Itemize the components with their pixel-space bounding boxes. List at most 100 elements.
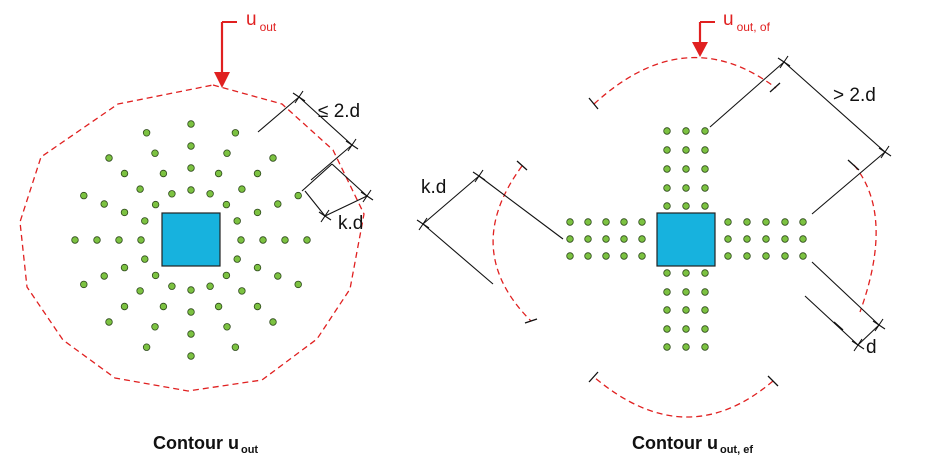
- stud-dot: [142, 343, 151, 351]
- stud-dot: [682, 127, 690, 135]
- stud-dot: [701, 269, 709, 277]
- stud-dot: [142, 129, 151, 137]
- stud-dot: [231, 129, 240, 137]
- stud-dot: [259, 236, 267, 244]
- stud-dot: [151, 271, 160, 280]
- stud-dot: [663, 306, 671, 314]
- stud-dot: [663, 202, 671, 210]
- stud-dot: [100, 272, 108, 280]
- stud-dot: [237, 236, 245, 244]
- stud-dot: [120, 302, 129, 311]
- stud-dot: [187, 308, 195, 316]
- stud-dot: [799, 235, 807, 243]
- stud-dot: [231, 343, 240, 351]
- stud-dot: [141, 255, 149, 263]
- left-dim-kd-label: k.d: [338, 213, 363, 234]
- stud-dot: [724, 218, 732, 226]
- stud-dot: [602, 252, 610, 260]
- stud-dot: [159, 169, 168, 178]
- stud-dot: [762, 235, 770, 243]
- stud-dot: [663, 325, 671, 333]
- stud-dot: [724, 235, 732, 243]
- stud-dot: [206, 190, 214, 198]
- stud-dot: [223, 149, 231, 157]
- stud-dot: [762, 218, 770, 226]
- stud-dot: [566, 218, 574, 226]
- stud-dot: [701, 325, 709, 333]
- stud-dot: [701, 343, 709, 351]
- stud-dot: [663, 127, 671, 135]
- stud-dot: [238, 185, 246, 193]
- stud-dot: [638, 252, 646, 260]
- stud-dot: [799, 252, 807, 260]
- stud-dot: [584, 218, 592, 226]
- right-dim-2d-label: > 2.d: [833, 85, 876, 106]
- stud-dot: [120, 263, 129, 272]
- stud-dot: [223, 323, 231, 331]
- stud-dot: [620, 218, 628, 226]
- stud-dot: [100, 200, 108, 208]
- stud-dot: [701, 202, 709, 210]
- right-dim-d: [804, 261, 886, 352]
- stud-dot: [168, 190, 176, 198]
- stud-dot: [269, 154, 277, 162]
- left-dim-kd: [301, 163, 374, 223]
- stud-dot: [80, 191, 88, 200]
- left-stud-rails: [71, 120, 311, 360]
- stud-dot: [274, 272, 282, 280]
- stud-dot: [168, 282, 176, 290]
- stud-dot: [222, 200, 231, 209]
- stud-dot: [214, 169, 223, 178]
- left-control-perimeter: [19, 84, 365, 392]
- right-perimeter-ends: [516, 82, 860, 387]
- stud-dot: [141, 217, 149, 225]
- stud-dot: [233, 217, 241, 225]
- stud-dot: [620, 235, 628, 243]
- stud-dot: [602, 218, 610, 226]
- stud-dot: [602, 235, 610, 243]
- stud-dot: [682, 343, 690, 351]
- stud-dot: [187, 286, 195, 294]
- stud-dot: [701, 146, 709, 154]
- left-dim-2d: [257, 90, 359, 181]
- right-column: [656, 212, 716, 267]
- stud-dot: [743, 235, 751, 243]
- stud-dot: [682, 165, 690, 173]
- stud-dot: [303, 236, 311, 244]
- stud-dot: [294, 191, 302, 200]
- stud-dot: [663, 184, 671, 192]
- stud-dot: [71, 236, 79, 244]
- stud-dot: [701, 127, 709, 135]
- stud-dot: [584, 252, 592, 260]
- stud-dot: [701, 306, 709, 314]
- stud-dot: [151, 149, 159, 157]
- stud-dot: [214, 302, 223, 311]
- stud-dot: [187, 164, 195, 172]
- stud-dot: [682, 269, 690, 277]
- stud-dot: [781, 235, 789, 243]
- stud-dot: [187, 352, 195, 360]
- right-uout-arrow: [692, 21, 715, 57]
- stud-dot: [274, 200, 282, 208]
- right-stud-rails: [566, 127, 807, 351]
- stud-dot: [137, 236, 145, 244]
- stud-dot: [663, 343, 671, 351]
- stud-dot: [206, 282, 214, 290]
- stud-dot: [663, 146, 671, 154]
- stud-dot: [799, 218, 807, 226]
- stud-dot: [253, 302, 262, 311]
- stud-dot: [159, 302, 168, 311]
- stud-dot: [663, 165, 671, 173]
- stud-dot: [136, 287, 144, 295]
- stud-dot: [294, 280, 302, 289]
- stud-dot: [253, 169, 262, 178]
- stud-dot: [682, 146, 690, 154]
- stud-dot: [701, 165, 709, 173]
